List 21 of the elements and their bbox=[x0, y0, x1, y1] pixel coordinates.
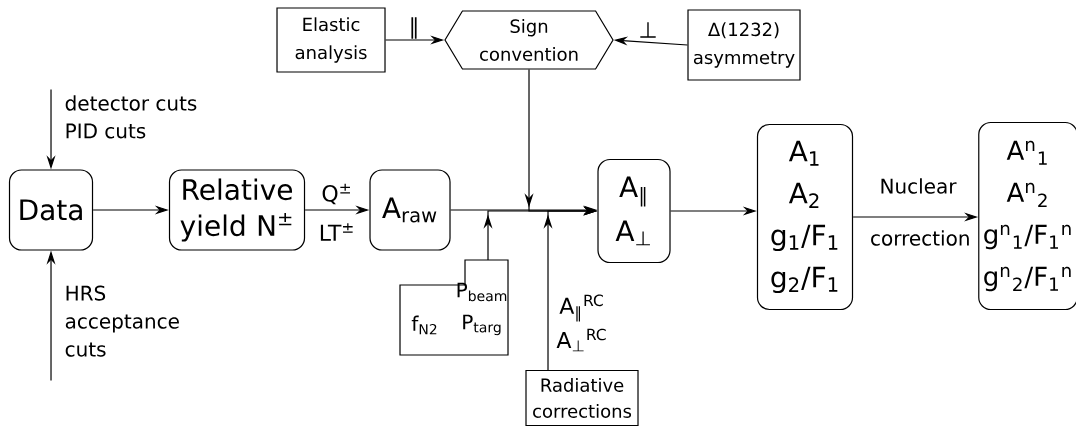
input-box: Δ(1232) asymmetry bbox=[687, 9, 801, 81]
input-box: Radiative corrections bbox=[525, 369, 639, 427]
process-box: A$_{∥}$ A$_{⊥}$ bbox=[597, 158, 671, 264]
edge-label: Nuclear correction bbox=[871, 178, 969, 246]
process-box: A$^{n}$1 A$^{n}$2 g$^{n}$$_{1}$/F$_{1}$n g$^{n}$$_{2}$/F$_{1}$n bbox=[978, 121, 1076, 311]
side-label: LT$^{±}$ bbox=[320, 223, 353, 241]
process-box: A$_{1}$ A$_{2}$ g$_{1}$/F$_{1}$ g$_{2}$/F$_{1}$ bbox=[756, 123, 854, 311]
edge-label: ⊥ bbox=[640, 22, 656, 38]
hexagon-box: Sign convention bbox=[444, 10, 614, 70]
process-box: Data bbox=[8, 169, 94, 251]
input-box: Elastic analysis bbox=[276, 7, 386, 73]
edge-label: ∥ bbox=[411, 17, 417, 39]
process-box: Relative yield N$^{±}$ bbox=[168, 169, 306, 251]
note-text: HRS acceptance cuts bbox=[65, 285, 179, 357]
edge-label: Q$^{±}$ bbox=[322, 183, 350, 205]
symbol-label: A$_{∥}$RC bbox=[559, 294, 603, 322]
note-text: detector cuts bbox=[65, 95, 197, 111]
process-box: A$_{raw}$ bbox=[369, 169, 451, 251]
parameter-box: P$_{beam}$ f$_{N2}$ P$_{targ}$ bbox=[399, 259, 509, 356]
note-text: PID cuts bbox=[66, 123, 146, 139]
symbol-label: A$_{⊥}$RC bbox=[556, 328, 606, 352]
